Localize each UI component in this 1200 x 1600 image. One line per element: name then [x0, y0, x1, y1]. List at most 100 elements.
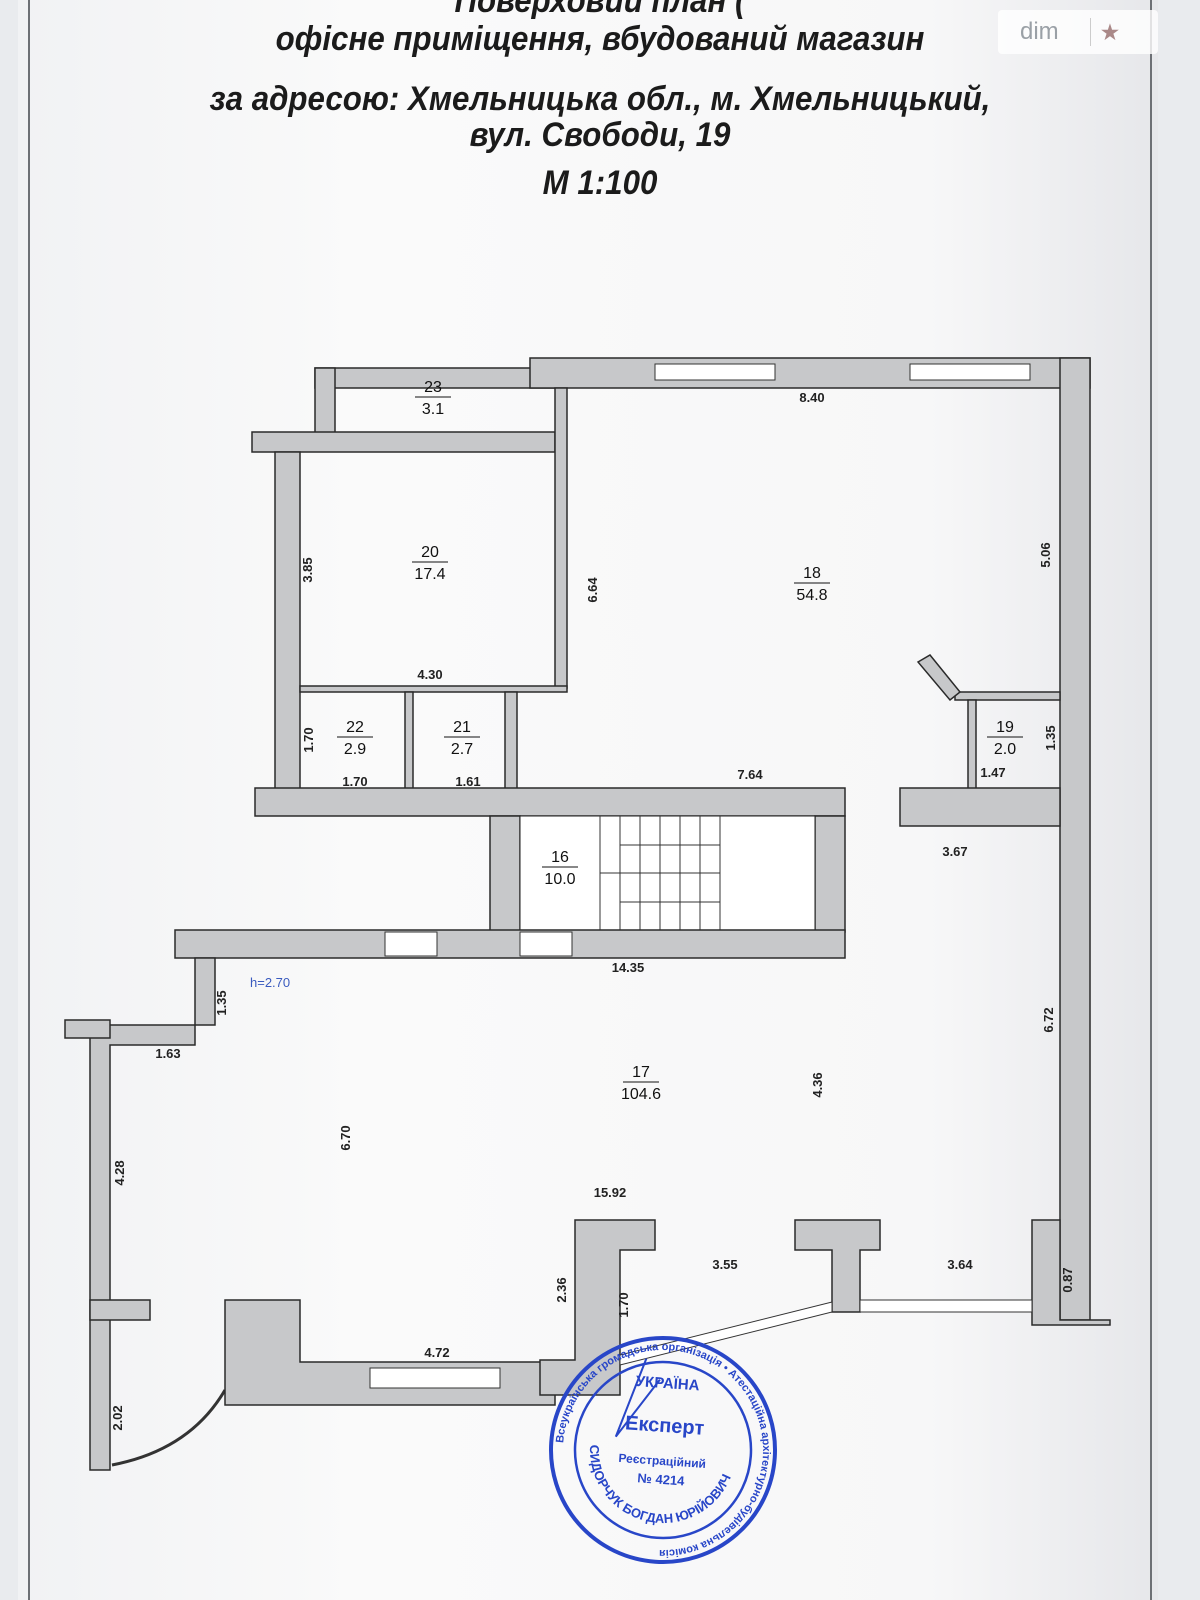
- room-number: 17: [632, 1064, 650, 1081]
- dimension-label: 3.64: [947, 1257, 973, 1272]
- scale-label: М 1:100: [542, 164, 658, 202]
- room-area: 2.7: [451, 741, 473, 758]
- signature: [614, 1358, 661, 1438]
- room-22: 222.9: [337, 719, 373, 758]
- dimension-label: 5.06: [1038, 542, 1053, 567]
- room-18: 18 54.8: [794, 565, 830, 604]
- dimension-label: 6.70: [338, 1125, 353, 1150]
- dimension-label: 6.72: [1041, 1007, 1056, 1032]
- stairs-icon: [599, 816, 721, 930]
- address-line-1: за адресою: Хмельницька обл., м. Хмельни…: [209, 80, 991, 118]
- wall: [224, 1299, 556, 1406]
- wall: [254, 787, 846, 817]
- dimension-label: 1.70: [301, 727, 316, 752]
- dimension-label: 4.30: [417, 667, 442, 682]
- stamp-role: Експерт: [624, 1412, 705, 1439]
- wall: [554, 387, 568, 689]
- dimension-label: 4.72: [424, 1345, 449, 1360]
- dimension-label: 1.70: [342, 774, 367, 789]
- dimension-label: 1.70: [616, 1292, 631, 1317]
- room-20: 20 17.4: [412, 544, 448, 583]
- window: [654, 363, 776, 381]
- room-number: 20: [421, 544, 439, 561]
- ceiling-height-label: h=2.70: [250, 975, 290, 990]
- dimension-label: 4.36: [810, 1072, 825, 1097]
- room-area: 54.8: [796, 587, 827, 604]
- room-number: 23: [424, 379, 442, 396]
- room-17: 17 104.6: [621, 1064, 661, 1103]
- room-area: 10.0: [544, 871, 575, 888]
- wall: [539, 1219, 656, 1396]
- room-area: 2.9: [344, 741, 366, 758]
- stamp-country: УКРАЇНА: [635, 1373, 700, 1394]
- room-19: 192.0: [987, 719, 1023, 758]
- stamp-inner-ring: [573, 1360, 753, 1540]
- doorway: [384, 931, 438, 957]
- room-area: 3.1: [422, 401, 444, 418]
- wall: [274, 451, 301, 791]
- dimension-label: 2.02: [110, 1405, 125, 1430]
- wall: [814, 815, 846, 933]
- room-area: 104.6: [621, 1086, 661, 1103]
- room-number: 22: [346, 719, 364, 736]
- dimension-label: 8.40: [799, 390, 824, 405]
- wall: [64, 1019, 111, 1039]
- room-23: 233.1: [415, 379, 451, 418]
- wall: [404, 691, 414, 791]
- title-line-2: офісне приміщення, вбудований магазин: [275, 20, 925, 58]
- dimension-label: 0.87: [1060, 1267, 1075, 1292]
- wall: [794, 1219, 881, 1313]
- room-area: 17.4: [414, 566, 445, 583]
- window: [369, 1367, 501, 1389]
- dimension-labels: 8.40 6.64 5.06 3.85 4.30 1.70 1.70 1.61 7.64 1.35…: [110, 390, 1075, 1431]
- walls: [64, 357, 1111, 1471]
- dimension-label: 1.47: [980, 765, 1005, 780]
- wall: [89, 957, 216, 1471]
- wall: [504, 691, 518, 791]
- watermark-brand: dim: [998, 18, 1091, 46]
- dimension-label: 3.85: [300, 557, 315, 582]
- dimension-label: 1.35: [214, 990, 229, 1015]
- room-number: 19: [996, 719, 1014, 736]
- dimension-label: 15.92: [594, 1185, 627, 1200]
- wall: [916, 654, 962, 702]
- room-16: 16 10.0: [542, 849, 578, 888]
- dimension-label: 3.67: [942, 844, 967, 859]
- room-number: 18: [803, 565, 821, 582]
- address-line-2: вул. Свободи, 19: [469, 116, 731, 154]
- wall: [954, 691, 1061, 701]
- stamp-outer-ring: [549, 1336, 777, 1564]
- dimension-label: 4.28: [112, 1160, 127, 1185]
- dimension-label: 2.36: [554, 1277, 569, 1302]
- wall: [89, 1299, 151, 1321]
- title-line-1: Поверховий план (: [454, 0, 746, 20]
- ria-logo: ★: [1101, 21, 1119, 44]
- wall: [967, 699, 977, 791]
- wall: [489, 815, 521, 933]
- dimension-label: 3.55: [712, 1257, 737, 1272]
- page-edge-left: [28, 0, 30, 1600]
- room-area: 2.0: [994, 741, 1016, 758]
- doorway: [519, 931, 573, 957]
- stamp-registration: Реєстраційний: [618, 1451, 706, 1471]
- dimension-label: 14.35: [612, 960, 645, 975]
- dimension-label: 1.35: [1043, 725, 1058, 750]
- wall: [899, 787, 1061, 827]
- wall: [251, 431, 556, 453]
- dimension-label: 7.64: [737, 767, 763, 782]
- stamp-number: № 4214: [637, 1470, 686, 1488]
- room-21: 212.7: [444, 719, 480, 758]
- wall: [1059, 357, 1091, 1321]
- wall: [299, 685, 568, 693]
- room-number: 16: [551, 849, 569, 866]
- room-number: 21: [453, 719, 471, 736]
- dimension-label: 1.61: [455, 774, 480, 789]
- door-arc: [111, 1389, 227, 1467]
- window: [859, 1299, 1033, 1313]
- page-edge-right: [1150, 0, 1152, 1600]
- window: [909, 363, 1031, 381]
- dimension-label: 6.64: [585, 577, 600, 603]
- watermark: dim ★: [998, 10, 1158, 54]
